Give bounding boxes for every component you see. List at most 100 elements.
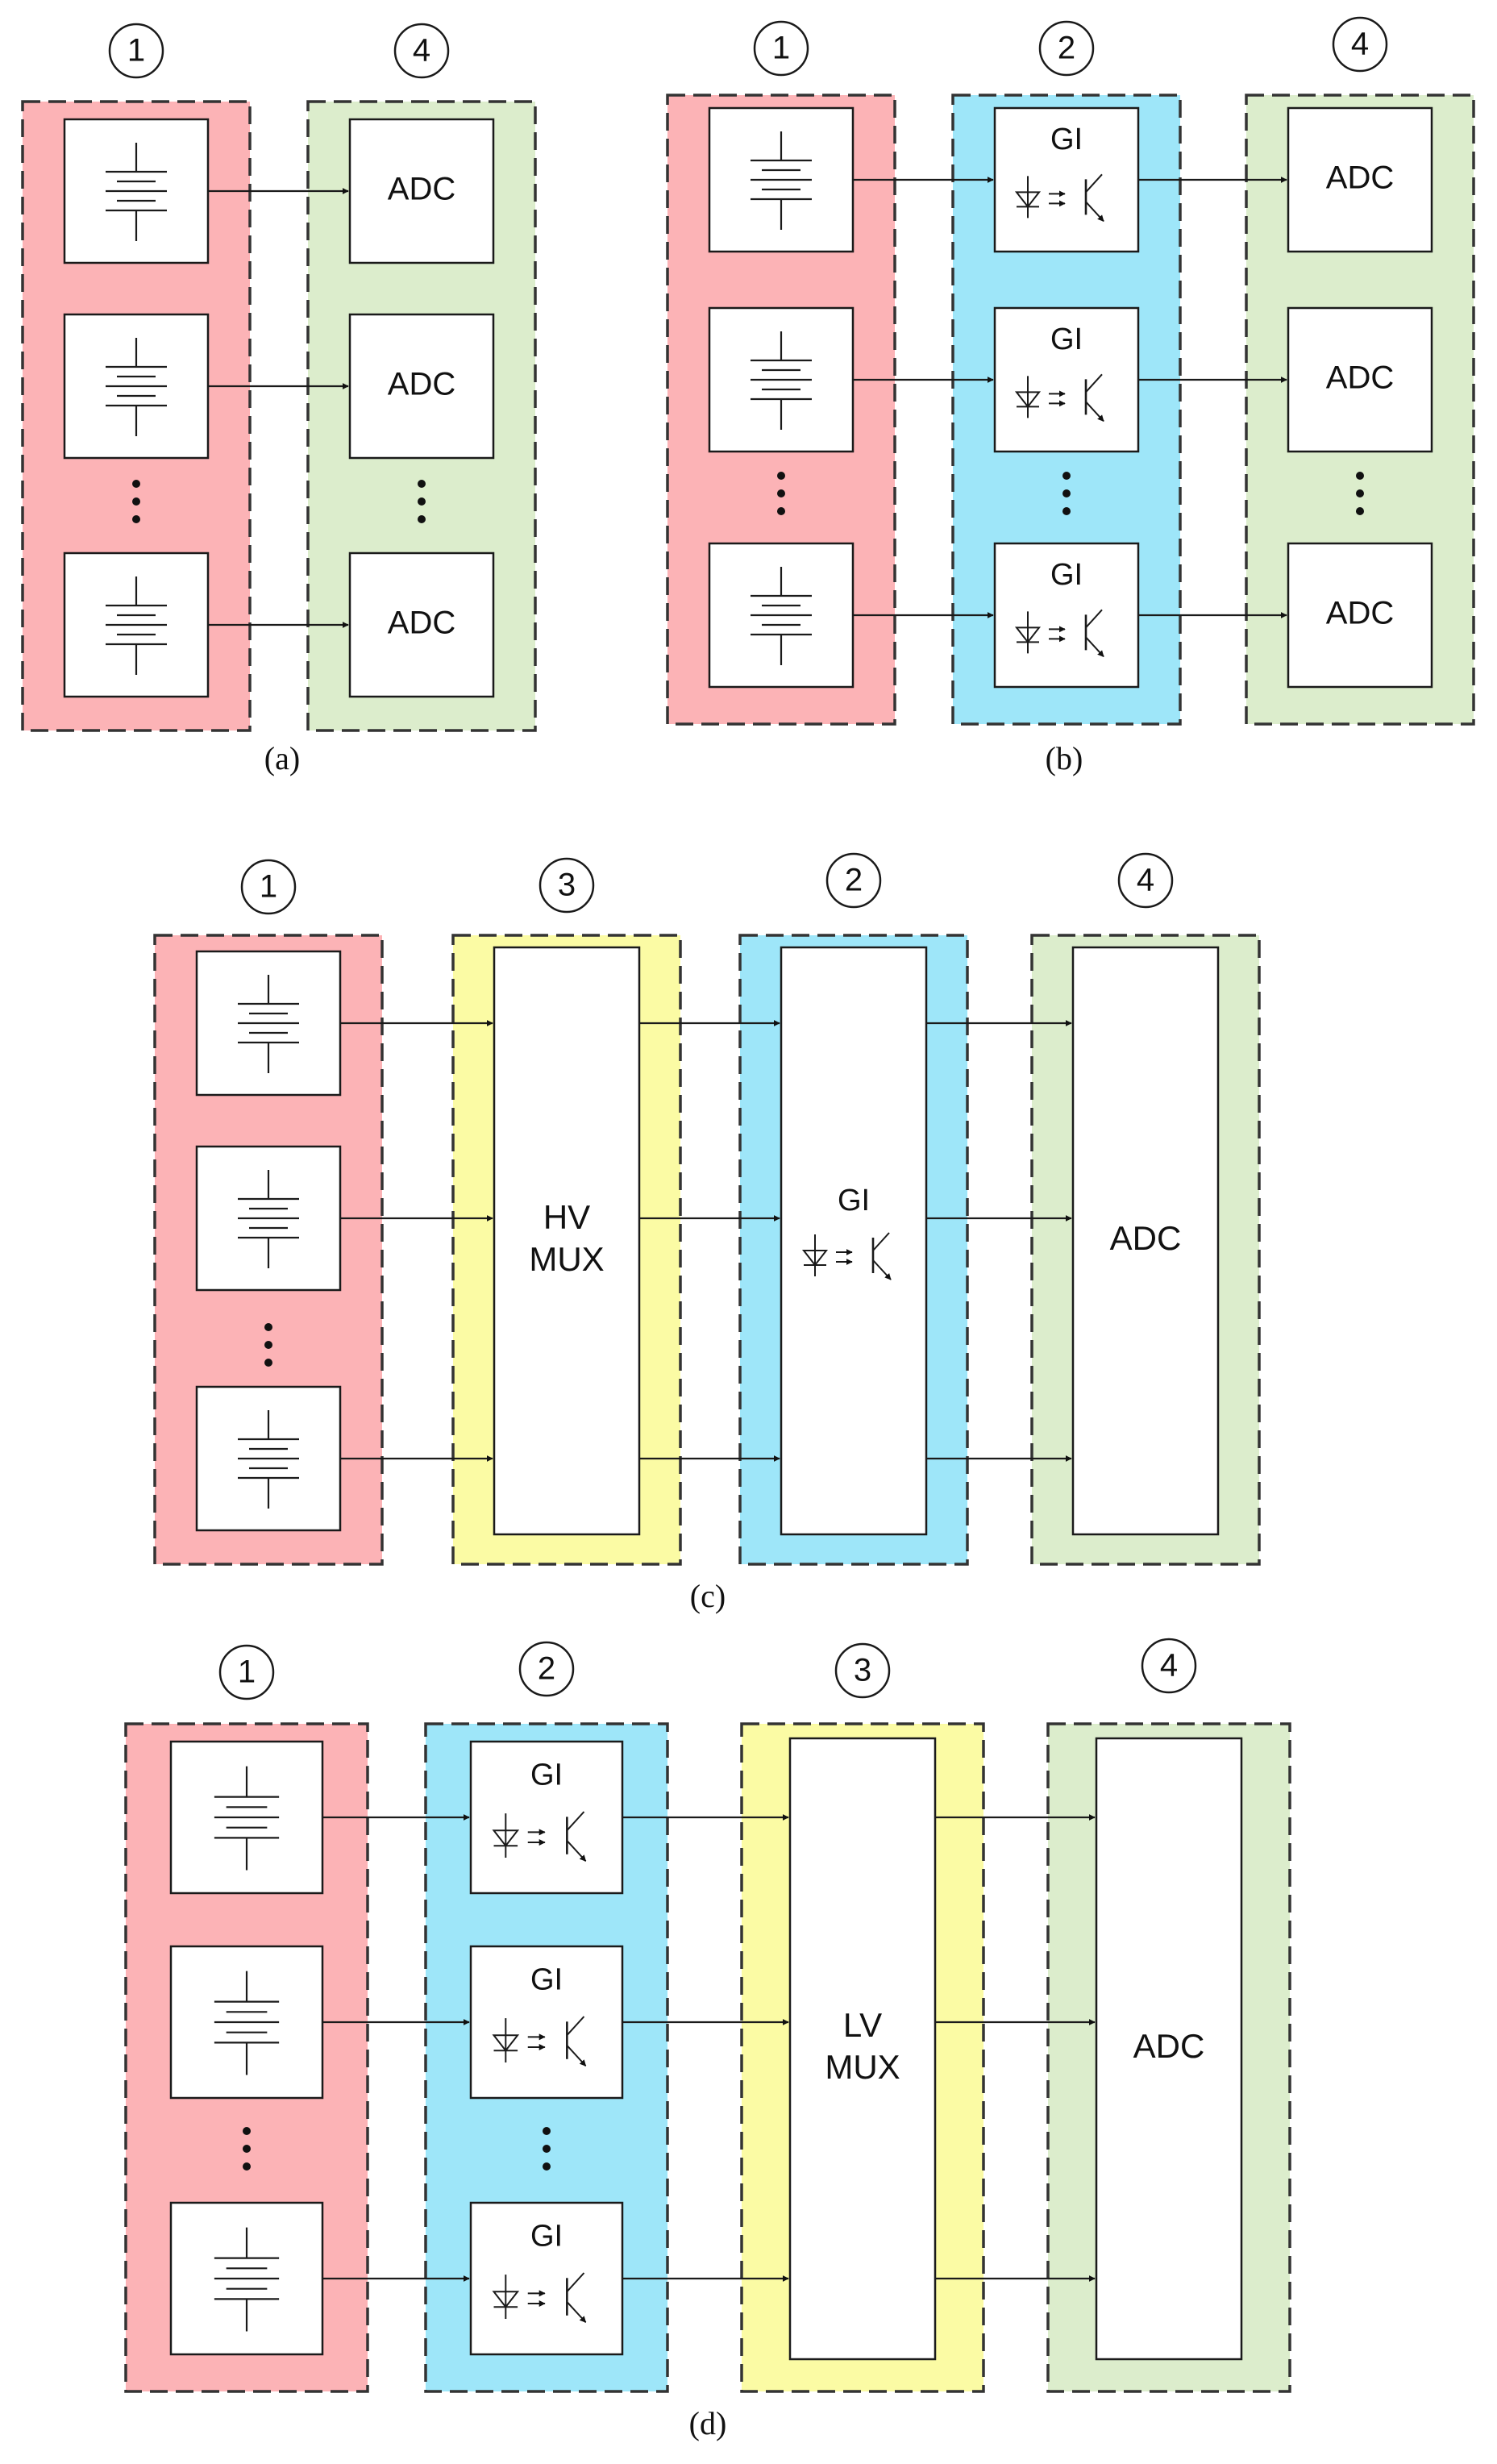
battery-cell-icon <box>238 975 299 1073</box>
battery-cell-icon <box>214 1971 280 2075</box>
battery-cell-icon <box>751 567 812 665</box>
stage-number-circle <box>393 23 450 79</box>
led-triangle <box>492 1829 520 1847</box>
cells-item <box>169 1740 324 1895</box>
ellipsis-dot <box>132 515 140 523</box>
ellipsis-dot <box>777 472 785 480</box>
gi-box <box>780 946 928 1536</box>
ellipsis-dot <box>243 2162 251 2171</box>
cells-item <box>708 542 855 689</box>
optocoupler-icon <box>492 1811 587 1862</box>
adc-item: ADC <box>1287 106 1433 253</box>
optocoupler-icon <box>1014 373 1104 422</box>
ellipsis-dot <box>132 480 140 488</box>
adc-label: ADC <box>1326 160 1394 196</box>
stage-number-circle <box>1141 1638 1197 1694</box>
gi-box <box>469 2201 624 2356</box>
transistor-emitter <box>566 1840 587 1862</box>
block-gi: 2GI GI GI <box>951 20 1182 726</box>
block-cells: 1 <box>124 1644 369 2393</box>
stage-number-label: 4 <box>413 33 430 69</box>
optocoupler-icon <box>492 2016 587 2067</box>
gi-label: GI <box>838 1184 870 1217</box>
adc-label: ADC <box>1133 2027 1205 2065</box>
ellipsis-dot <box>264 1323 272 1331</box>
ellipsis-dot <box>1356 507 1364 515</box>
ellipsis-dot <box>418 480 426 488</box>
gi-label: GI <box>1050 123 1083 156</box>
gi-label: GI <box>530 1758 563 1792</box>
gi-item: GI <box>993 106 1140 253</box>
transistor-collector <box>1085 173 1103 194</box>
gi-item: GI <box>993 542 1140 689</box>
stage-number-label: 2 <box>1058 31 1075 66</box>
ellipsis-dots <box>264 1323 272 1367</box>
ellipsis-dots <box>1062 472 1071 515</box>
ellipsis-dot <box>243 2145 251 2153</box>
adc-box <box>348 313 495 460</box>
led-triangle <box>801 1250 829 1267</box>
stage-number-label: 4 <box>1351 27 1369 62</box>
gi-item: GI <box>993 306 1140 453</box>
ellipsis-dot <box>1062 489 1071 497</box>
transistor-collector <box>1085 373 1103 393</box>
transistor-emitter <box>872 1259 892 1280</box>
transistor-emitter <box>1085 201 1104 223</box>
ellipsis-dot <box>1062 472 1071 480</box>
battery-cell-icon <box>751 331 812 430</box>
ellipsis-dot <box>777 489 785 497</box>
optocoupler-icon <box>801 1232 892 1280</box>
ellipsis-dots <box>1356 472 1364 515</box>
ellipsis-dots <box>777 472 785 515</box>
gi-label: GI <box>530 1962 563 1996</box>
stage-number-badge: 2 <box>825 852 882 909</box>
transistor-collector <box>1085 609 1103 629</box>
mux-label: MUX <box>529 1240 604 1278</box>
cells-item <box>169 2201 324 2356</box>
led-triangle <box>492 2034 520 2052</box>
gi-item: GI <box>469 2201 624 2356</box>
battery-cell-icon <box>238 1170 299 1268</box>
cells-item <box>708 106 855 253</box>
cells-item <box>169 1945 324 2100</box>
cells-item <box>195 1385 342 1532</box>
stage-number-label: 2 <box>538 1651 555 1687</box>
ellipsis-dot <box>418 497 426 506</box>
stage-number-badge: 1 <box>753 20 809 77</box>
stage-number-label: 1 <box>772 31 790 66</box>
gi-item: GI <box>469 1740 624 1895</box>
transistor-emitter <box>1085 636 1104 658</box>
ellipsis-dot <box>264 1341 272 1349</box>
optocoupler-icon <box>492 2272 587 2323</box>
transistor-emitter <box>1085 401 1104 422</box>
adc-box <box>348 118 495 264</box>
ellipsis-dots <box>243 2127 251 2171</box>
adc-box <box>348 551 495 698</box>
mux-label: HV <box>543 1198 590 1236</box>
adc-item: ADC <box>348 118 495 264</box>
panel-caption: (d) <box>689 2405 727 2441</box>
adc-label: ADC <box>388 172 455 207</box>
adc-item: ADC <box>1287 306 1433 453</box>
stage-number-label: 1 <box>260 869 277 905</box>
ellipsis-dot <box>1356 489 1364 497</box>
battery-cell-icon <box>238 1410 299 1509</box>
gi-item: GI <box>469 1945 624 2100</box>
gi-box <box>469 1740 624 1895</box>
cells-item <box>195 1145 342 1292</box>
ellipsis-dot <box>543 2145 551 2153</box>
stage-number-circle <box>240 859 297 915</box>
battery-cell-icon <box>106 576 167 675</box>
stage-number-circle <box>518 1641 575 1697</box>
stage-number-badge: 4 <box>1141 1638 1197 1694</box>
mux-box <box>788 1737 937 2361</box>
stage-number-badge: 2 <box>1038 20 1095 77</box>
stage-number-label: 4 <box>1160 1648 1178 1684</box>
